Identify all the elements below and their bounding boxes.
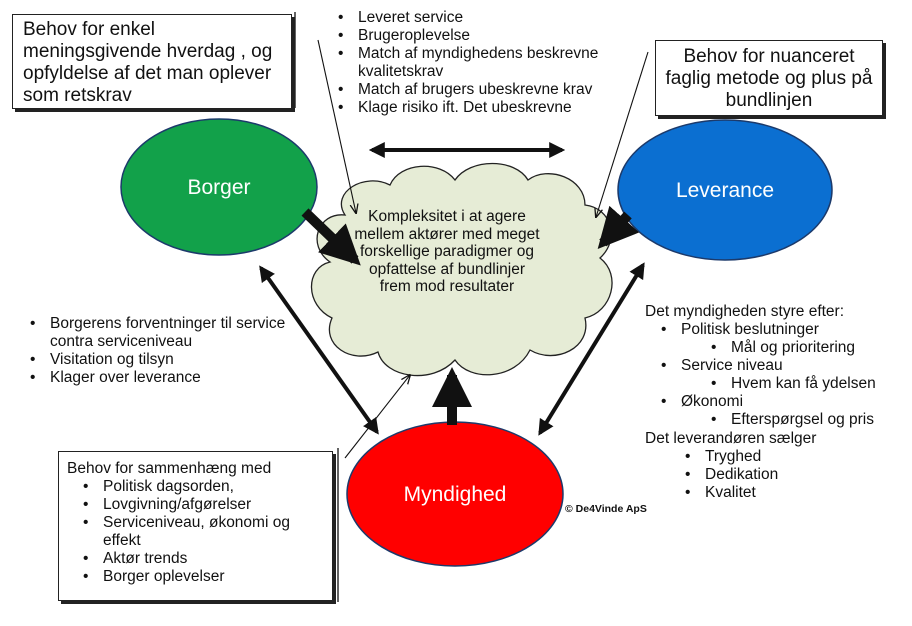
right-list: Det myndigheden styre efter: Politisk be…	[645, 302, 907, 502]
list-item: Match af brugers ubeskrevne krav	[336, 81, 646, 99]
list-item: Borger oplevelser	[67, 568, 324, 586]
cloud-text: Kompleksitet i at agere mellem aktører m…	[354, 208, 540, 295]
list-item: Økonomi	[645, 393, 907, 411]
borger-needs-text: Behov for enkel meningsgivende hverdag ,…	[23, 19, 273, 106]
arrow-borger-myndighed	[259, 265, 379, 435]
arrow-borger-to-cloud	[301, 208, 361, 266]
leverance-needs-text: Behov for nuanceret faglig metode og plu…	[665, 46, 873, 111]
list-item: Service niveau	[645, 357, 907, 375]
arrow-leverance-myndighed	[538, 262, 645, 436]
list-item: Kvalitet	[645, 484, 907, 502]
myndighed-needs-box: Behov for sammenhæng med Politisk dagsor…	[58, 451, 333, 601]
list-item: Leveret service	[336, 9, 646, 27]
list-item: Visitation og tilsyn	[14, 351, 314, 369]
myndighed-needs-list: Politisk dagsorden, Lovgivning/afgørelse…	[67, 478, 324, 586]
leverance-needs-box: Behov for nuanceret faglig metode og plu…	[655, 40, 883, 116]
thin-arrow-top-box	[317, 39, 356, 213]
list-item: Match af myndighedens beskrevne kvalitet…	[336, 45, 646, 81]
leverance-node[interactable]	[617, 119, 833, 261]
seller-list: Tryghed Dedikation Kvalitet	[645, 448, 907, 502]
list-item: Borgerens forventninger til service cont…	[14, 315, 314, 351]
list-item: Aktør trends	[67, 550, 324, 568]
right-list-intro: Det myndigheden styre efter:	[645, 303, 845, 320]
list-item: Brugeroplevelse	[336, 27, 646, 45]
borger-node[interactable]	[120, 118, 318, 256]
list-item: Politisk beslutninger	[645, 321, 907, 339]
myndighed-needs-title: Behov for sammenhæng med	[67, 460, 272, 477]
list-item: Klage risiko ift. Det ubeskrevne	[336, 99, 646, 117]
list-item: Politisk dagsorden,	[67, 478, 324, 496]
list-sub-item: Mål og prioritering	[645, 339, 907, 357]
arrow-leverance-to-cloud	[597, 205, 640, 249]
list-item: Serviceniveau, økonomi og effekt	[67, 514, 324, 550]
thin-arrow-bottom-box	[344, 375, 410, 459]
list-item: Dedikation	[645, 466, 907, 484]
top-list: Leveret service Brugeroplevelse Match af…	[336, 9, 646, 117]
right-list-groups: Politisk beslutninger Mål og prioriterin…	[645, 321, 907, 429]
list-sub-item: Hvem kan få ydelsen	[645, 375, 907, 393]
myndighed-label: Myndighed	[404, 483, 507, 506]
borger-needs-box: Behov for enkel meningsgivende hverdag ,…	[12, 14, 292, 109]
left-list: Borgerens forventninger til service cont…	[14, 315, 314, 387]
list-item: Klager over leverance	[14, 369, 314, 387]
seller-intro: Det leverandøren sælger	[645, 430, 817, 447]
list-item: Tryghed	[645, 448, 907, 466]
leverance-label: Leverance	[676, 179, 774, 202]
list-sub-item: Efterspørgsel og pris	[645, 411, 907, 429]
list-item: Lovgivning/afgørelser	[67, 496, 324, 514]
copyright-text: © De4Vinde ApS	[565, 503, 647, 515]
borger-label: Borger	[187, 176, 250, 199]
